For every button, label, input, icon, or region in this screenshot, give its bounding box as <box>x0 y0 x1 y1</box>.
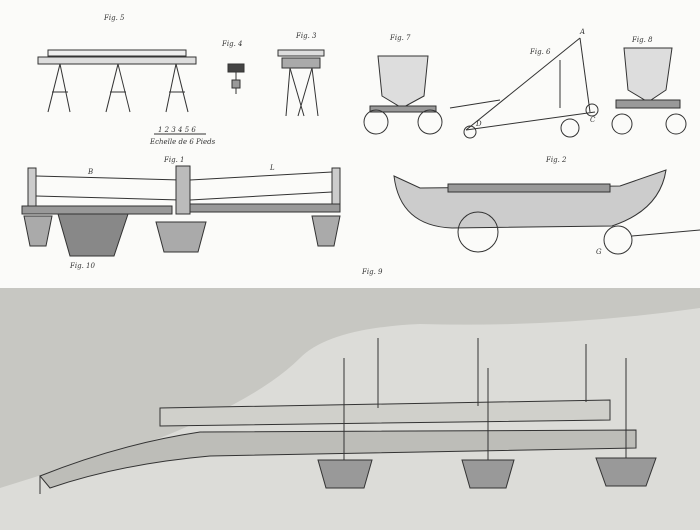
bridge-deck-drawing <box>39 399 637 494</box>
label-fig7: Fig. 7 <box>390 34 411 42</box>
letter-B: B <box>88 168 94 176</box>
letter-L: L <box>270 164 275 172</box>
fig8-boat-cart-drawing <box>611 47 687 135</box>
label-fig1: Fig. 1 <box>164 156 185 164</box>
pontoon-bridge-scene-svg <box>0 288 700 530</box>
label-fig10: Fig. 10 <box>70 262 95 270</box>
label-fig8: Fig. 8 <box>632 36 653 44</box>
fig4-part-drawing <box>227 63 245 94</box>
scale-ticks: 1 2 3 4 5 6 <box>158 126 196 134</box>
fig3-trestle-drawing <box>277 49 325 117</box>
label-fig2: Fig. 2 <box>546 156 567 164</box>
letter-C: C <box>590 116 596 124</box>
label-fig5: Fig. 5 <box>104 14 125 22</box>
fig1-bridge-section-drawing <box>21 165 341 257</box>
fig2-pontoon-wagon-drawing <box>393 169 700 255</box>
label-fig3: Fig. 3 <box>296 32 317 40</box>
label-fig6: Fig. 6 <box>530 48 551 56</box>
fig7-boat-cart-drawing <box>363 55 443 135</box>
pontoon-boats-drawing <box>317 457 657 489</box>
label-fig4: Fig. 4 <box>222 40 243 48</box>
fig6-lever-drawing <box>449 37 599 139</box>
masts-drawing <box>343 338 627 460</box>
scale-caption: Echelle de 6 Pieds <box>150 138 216 146</box>
letter-D: D <box>476 120 482 128</box>
technical-figures-svg <box>21 37 700 257</box>
label-fig9: Fig. 9 <box>362 268 383 276</box>
letter-A: A <box>580 28 586 36</box>
letter-G: G <box>596 248 602 256</box>
fig5-trestle-drawing <box>37 49 197 113</box>
